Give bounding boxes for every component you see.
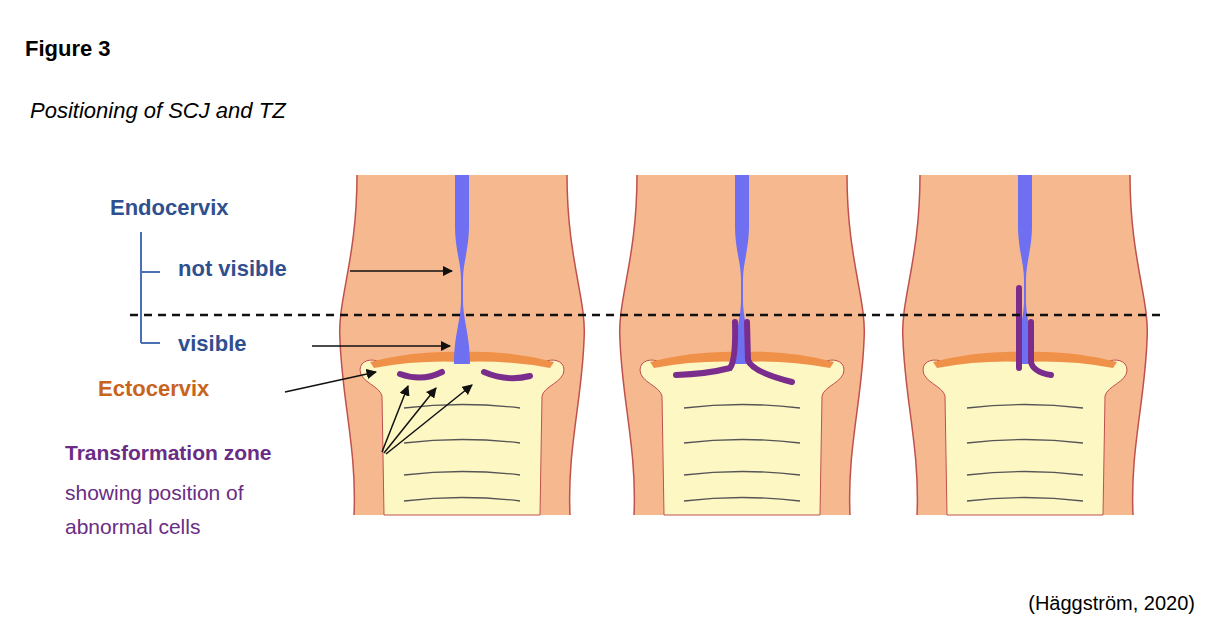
note-text: showing position of abnormal cells (65, 476, 270, 543)
cervix-panel (340, 175, 585, 515)
part-label: Endocervix (110, 195, 229, 220)
transformation-zone (676, 322, 735, 375)
ruga-line (684, 440, 800, 444)
transformation-zone (400, 372, 442, 378)
cervix-outline (903, 175, 920, 515)
vagina (923, 359, 1127, 515)
leader-arrow (350, 270, 452, 272)
figure-caption: Positioning of SCJ and TZ (30, 98, 286, 123)
citation: (Häggström, 2020) (1028, 592, 1195, 615)
cervix-outline (567, 175, 584, 515)
vagina (640, 359, 844, 515)
part-label: Ectocervix (98, 376, 209, 401)
ruga-line (967, 472, 1083, 476)
ruga-line (967, 498, 1083, 502)
ruga-line (684, 498, 800, 502)
bracket (141, 232, 160, 343)
leader-arrow (382, 386, 408, 452)
endocervical-canal (454, 175, 470, 364)
vagina (360, 359, 564, 515)
ruga-line (967, 405, 1083, 409)
cervix-outline (340, 175, 357, 515)
cervix-panel (903, 175, 1148, 515)
visibility-line (130, 314, 1160, 317)
leader-arrow (386, 385, 472, 454)
figure-title: Figure 3 (25, 36, 111, 61)
part-label: Transformation zone (65, 441, 272, 465)
leader-arrow (312, 345, 450, 347)
ruga-line (404, 440, 520, 444)
cervix-outline (847, 175, 864, 515)
cervix-body (340, 175, 585, 515)
transformation-zone (1016, 288, 1022, 368)
leader-arrow (285, 372, 376, 392)
ruga-line (404, 472, 520, 476)
ruga-line (404, 498, 520, 502)
cervix-panel (620, 175, 865, 515)
ruga-line (684, 405, 800, 409)
cervix-body (620, 175, 865, 515)
cervix-outline (1130, 175, 1147, 515)
part-label: not visible (178, 256, 287, 281)
cervix-body (903, 175, 1148, 515)
ruga-line (684, 472, 800, 476)
transformation-zone (747, 322, 792, 382)
part-label: visible (178, 331, 246, 356)
transformation-zone (1031, 322, 1051, 375)
ruga-line (967, 440, 1083, 444)
transformation-zone (484, 372, 530, 378)
cervix-outline (620, 175, 637, 515)
